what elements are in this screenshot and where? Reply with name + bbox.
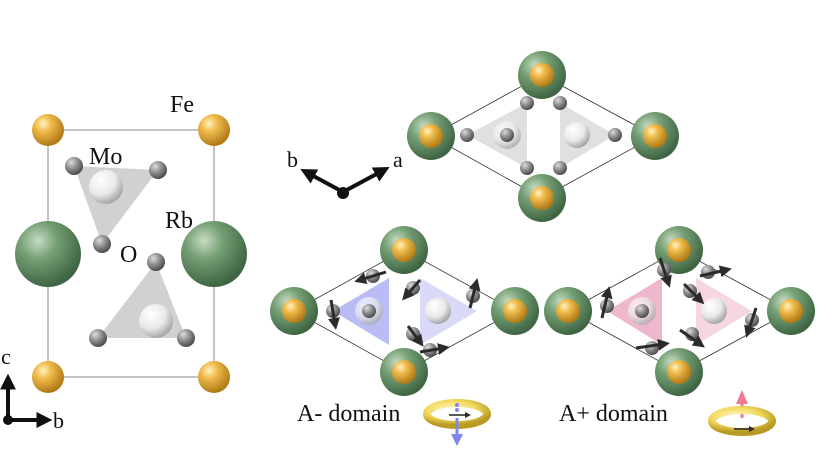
fe-atom: [282, 299, 306, 323]
o-atom: [89, 329, 107, 347]
o-atom: [147, 253, 165, 271]
fe-atom: [643, 124, 667, 148]
displacement-arrows: [328, 270, 481, 355]
torus-icon: [708, 390, 776, 436]
a-plus-domain-cell: [544, 226, 815, 396]
o-atom: [93, 235, 111, 253]
a-minus-domain-cell: [270, 226, 539, 396]
o-atom: [460, 128, 474, 142]
a-plus-domain-label: A+ domain: [559, 401, 668, 427]
fe-atom: [530, 63, 554, 87]
displacement-arrows: [600, 257, 758, 351]
fe-label: Fe: [170, 92, 194, 118]
fe-atom: [503, 299, 527, 323]
rb-atom: [181, 221, 247, 287]
rb-label: Rb: [165, 208, 193, 234]
axis-c-label: c: [1, 344, 11, 369]
torus-icon: [423, 399, 491, 446]
fe-atom: [419, 124, 443, 148]
fe-atom: [392, 360, 416, 384]
fe-atom: [530, 186, 554, 210]
fe-atom: [32, 114, 64, 146]
axis-c-b: c b: [0, 344, 64, 433]
fe-atom: [392, 238, 416, 262]
o-atom: [608, 128, 622, 142]
o-atom: [362, 304, 376, 318]
o-atom: [149, 161, 167, 179]
mo-atom: [139, 304, 173, 338]
fe-atom: [779, 299, 803, 323]
axis-b-label: b: [53, 408, 64, 433]
top-view-cell: [407, 51, 679, 222]
o-atom: [500, 128, 514, 142]
o-atom: [553, 96, 567, 110]
o-atom: [520, 161, 534, 175]
fe-atom: [32, 361, 64, 393]
o-atom: [553, 161, 567, 175]
side-view-cell: Fe Mo Rb O c b: [0, 92, 247, 433]
mo-atom: [701, 298, 727, 324]
o-atoms-displaced: [600, 263, 759, 355]
fe-atom: [198, 114, 230, 146]
fe-atom: [667, 238, 691, 262]
top-view-axes: b a: [287, 147, 403, 199]
fe-atom: [198, 361, 230, 393]
o-atom: [65, 157, 83, 175]
fe-atom: [556, 299, 580, 323]
o-atom: [520, 96, 534, 110]
mo-label: Mo: [89, 144, 122, 170]
o-atom: [635, 304, 649, 318]
o-atom: [177, 329, 195, 347]
mo-atom: [564, 122, 590, 148]
axis-a-label-top: a: [393, 147, 403, 172]
mo-atom: [89, 170, 123, 204]
a-minus-domain-label: A- domain: [297, 401, 400, 427]
rb-atom: [15, 221, 81, 287]
fe-atom: [667, 360, 691, 384]
o-label: O: [120, 242, 137, 268]
axis-b-label-top: b: [287, 147, 298, 172]
mo-atom: [425, 298, 451, 324]
